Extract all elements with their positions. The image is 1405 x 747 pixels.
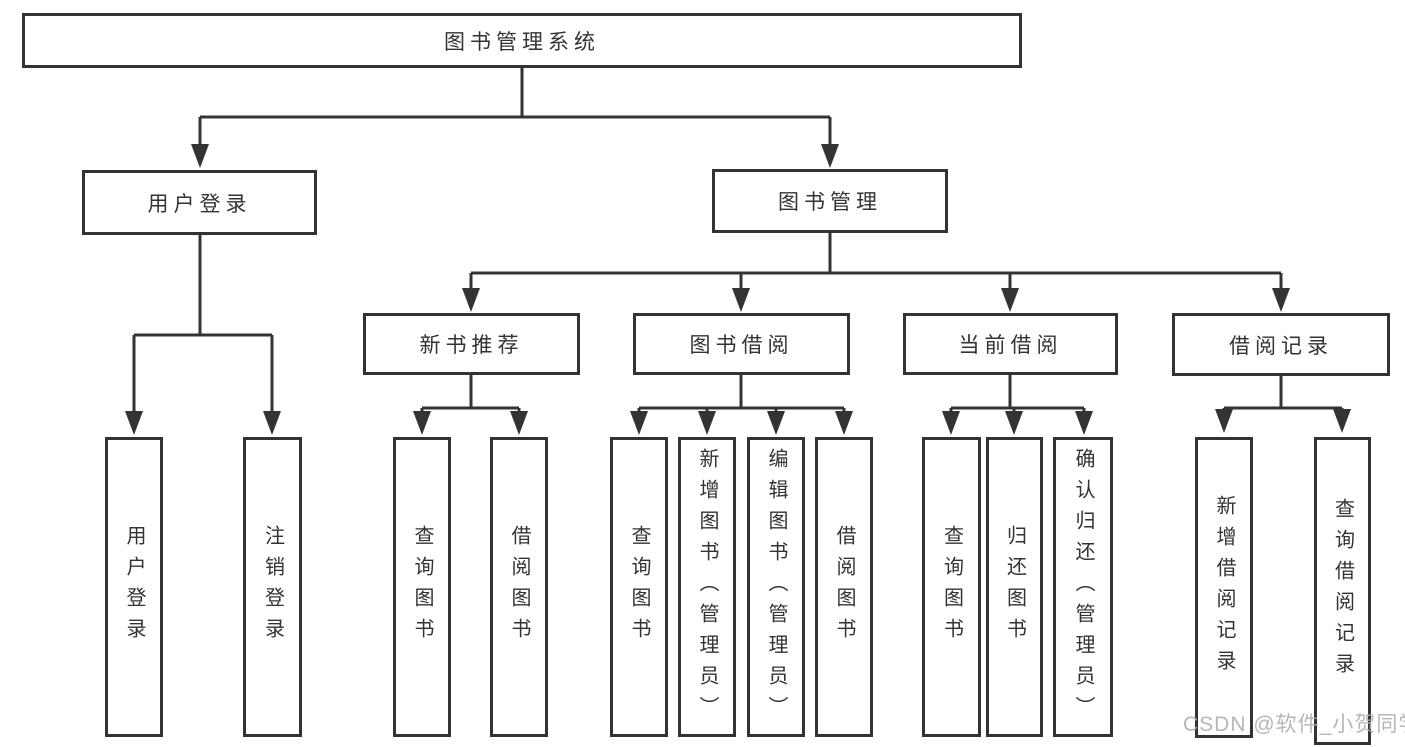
connector-book-borrow-to-leaves: [637, 375, 846, 416]
leaf-logout: 注销登录: [243, 437, 302, 737]
node-book-borrow: 图书借阅: [633, 313, 850, 375]
leaf-borrow-query-books: 查询图书: [610, 437, 668, 737]
arrowhead: [698, 411, 716, 435]
leaf-newbook-query-books: 查询图书: [393, 437, 451, 737]
leaf-newbook-borrow-books-label: 借阅图书: [508, 525, 530, 649]
arrowhead: [1215, 409, 1233, 433]
arrowhead: [125, 411, 143, 435]
node-new-book-recommend-label: 新书推荐: [419, 334, 524, 357]
arrowhead: [263, 411, 281, 435]
arrowhead: [821, 144, 839, 168]
node-book-management-label: 图书管理: [778, 191, 882, 214]
arrowhead: [510, 411, 528, 435]
arrowhead: [942, 411, 960, 435]
arrowhead: [835, 411, 853, 435]
connector-book-mgmt-to-level3: [469, 233, 1283, 293]
watermark: CSDN @软件_小贺同学: [1183, 713, 1405, 736]
leaf-borrow-query-books-label: 查询图书: [628, 525, 650, 649]
arrowhead: [462, 288, 480, 312]
node-borrow-records-label: 借阅记录: [1229, 334, 1333, 358]
arrowhead: [1005, 411, 1023, 435]
node-user-login: 用户登录: [82, 170, 317, 235]
arrowhead: [767, 411, 785, 435]
leaf-edit-books-admin: 编辑图书（管理员）: [747, 437, 805, 737]
arrowheads: [125, 144, 1351, 435]
arrowhead: [413, 411, 431, 435]
leaf-current-query-books: 查询图书: [922, 437, 981, 737]
node-new-book-recommend: 新书推荐: [363, 313, 580, 375]
node-book-borrow-label: 图书借阅: [689, 334, 794, 357]
arrowhead: [1272, 288, 1290, 312]
leaf-user-login: 用户登录: [105, 437, 163, 737]
leaf-return-books-label: 归还图书: [1003, 525, 1026, 649]
node-book-management: 图书管理: [712, 169, 948, 233]
arrowhead: [732, 288, 750, 312]
node-root-label: 图书管理系统: [444, 30, 600, 54]
leaf-user-login-label: 用户登录: [123, 525, 145, 649]
arrowhead: [630, 411, 648, 435]
leaf-current-query-books-label: 查询图书: [940, 525, 963, 649]
node-root: 图书管理系统: [22, 13, 1022, 68]
connector-new-book-to-leaves: [420, 375, 521, 416]
node-current-borrow: 当前借阅: [903, 313, 1118, 375]
connector-root-to-level2: [198, 68, 832, 149]
leaf-newbook-borrow-books: 借阅图书: [490, 437, 548, 737]
leaf-add-borrow-record: 新增借阅记录: [1195, 437, 1253, 738]
leaf-borrow-books-label: 借阅图书: [833, 525, 855, 649]
arrowhead: [1333, 409, 1351, 433]
leaf-newbook-query-books-label: 查询图书: [411, 525, 433, 649]
leaf-add-books-admin: 新增图书（管理员）: [678, 437, 736, 737]
arrowhead: [1001, 288, 1019, 312]
leaf-query-borrow-record-label: 查询借阅记录: [1331, 498, 1354, 684]
leaf-borrow-books: 借阅图书: [815, 437, 873, 737]
node-user-login-label: 用户登录: [147, 192, 252, 216]
arrowhead: [191, 144, 209, 168]
leaf-confirm-return-admin: 确认归还（管理员）: [1053, 437, 1113, 737]
leaf-edit-books-admin-label: 编辑图书（管理员）: [765, 447, 787, 727]
connector-user-login-to-leaves: [132, 235, 274, 416]
leaf-confirm-return-admin-label: 确认归还（管理员）: [1072, 447, 1094, 727]
leaf-add-borrow-record-label: 新增借阅记录: [1213, 494, 1235, 681]
connector-records-to-leaves: [1222, 376, 1344, 414]
leaf-logout-label: 注销登录: [261, 525, 284, 649]
connector-current-borrow-to-leaves: [949, 375, 1086, 416]
leaf-query-borrow-record: 查询借阅记录: [1314, 437, 1371, 745]
leaf-return-books: 归还图书: [986, 437, 1043, 737]
node-current-borrow-label: 当前借阅: [958, 334, 1063, 357]
node-borrow-records: 借阅记录: [1172, 313, 1390, 376]
arrowhead: [1075, 411, 1093, 435]
leaf-add-books-admin-label: 新增图书（管理员）: [696, 447, 718, 727]
